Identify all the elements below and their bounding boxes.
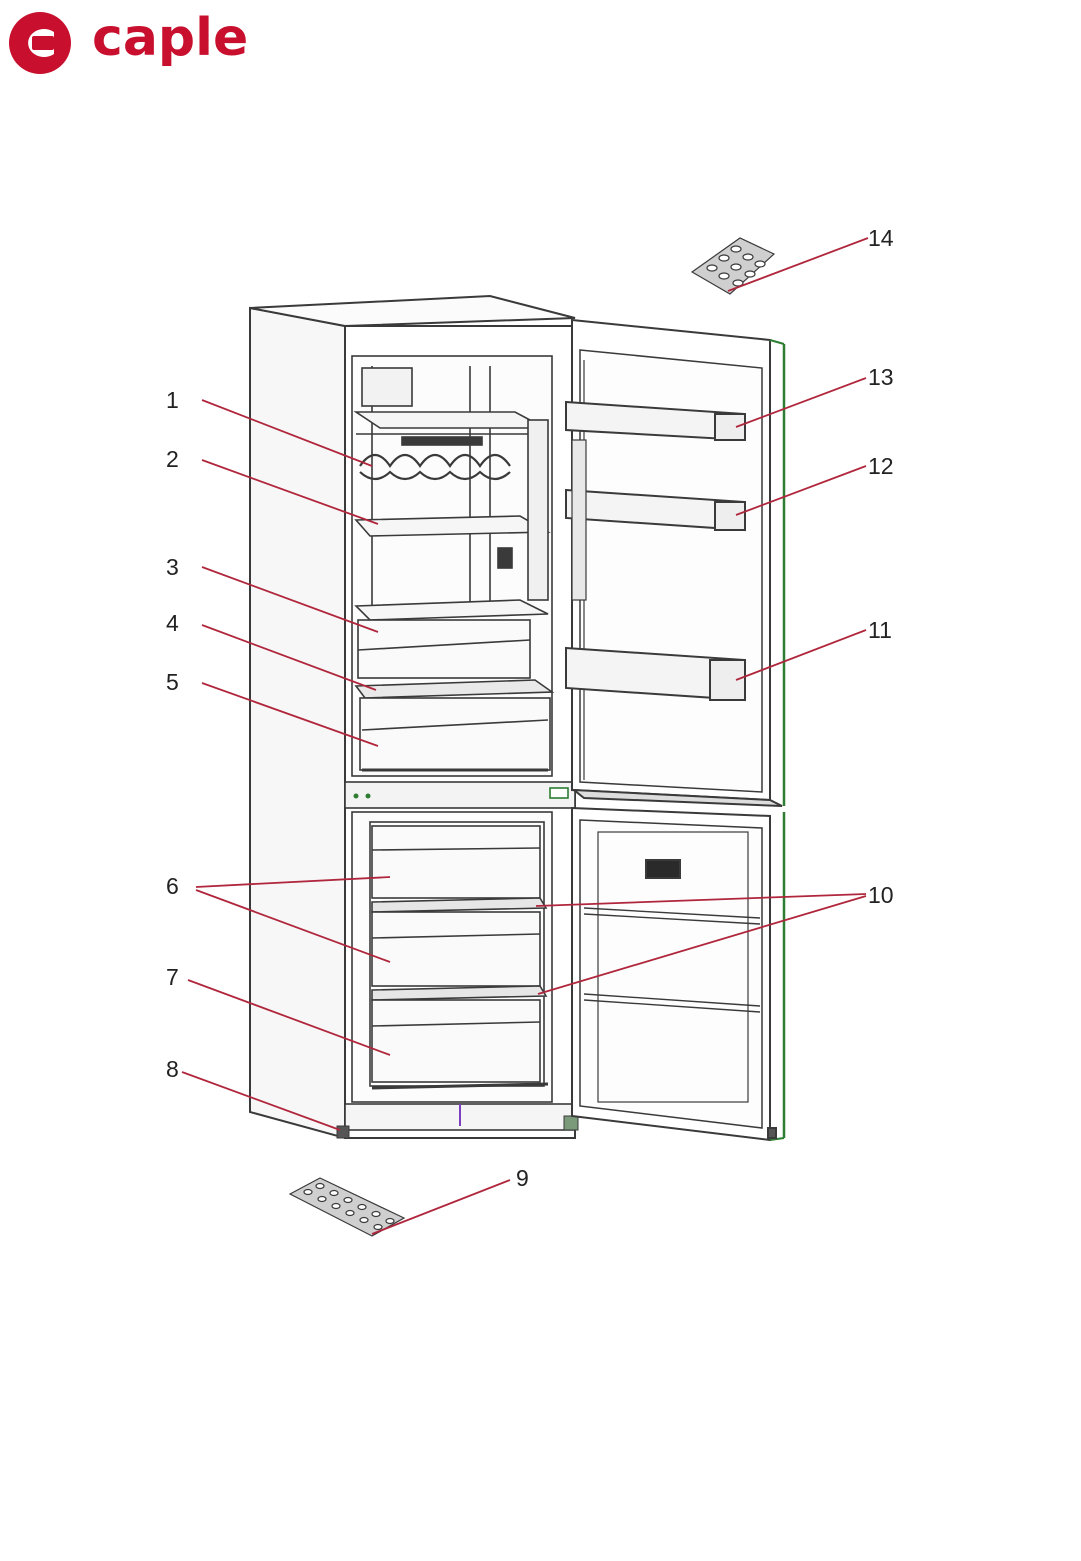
callout-5: 5 [166,669,179,695]
callout-13: 13 [868,364,894,390]
callout-7: 7 [166,964,179,990]
callout-1: 1 [166,387,179,413]
fridge-door [566,320,784,806]
callout-11: 11 [868,617,892,643]
leader-line-9 [372,1180,510,1234]
control-panel [646,860,680,878]
callout-6: 6 [166,873,179,899]
callout-2: 2 [166,446,179,472]
fridge-compartment [352,356,552,776]
callout-14: 14 [868,225,894,251]
freezer-compartment [345,812,575,1130]
egg-tray [692,238,774,294]
callout-8: 8 [166,1056,179,1082]
callout-4: 4 [166,610,179,636]
callout-9: 9 [516,1165,529,1191]
callout-12: 12 [868,453,894,479]
callout-3: 3 [166,554,179,580]
cabinet-side-panel [250,308,345,1138]
callout-10: 10 [868,882,894,908]
compartment-divider [345,782,575,808]
